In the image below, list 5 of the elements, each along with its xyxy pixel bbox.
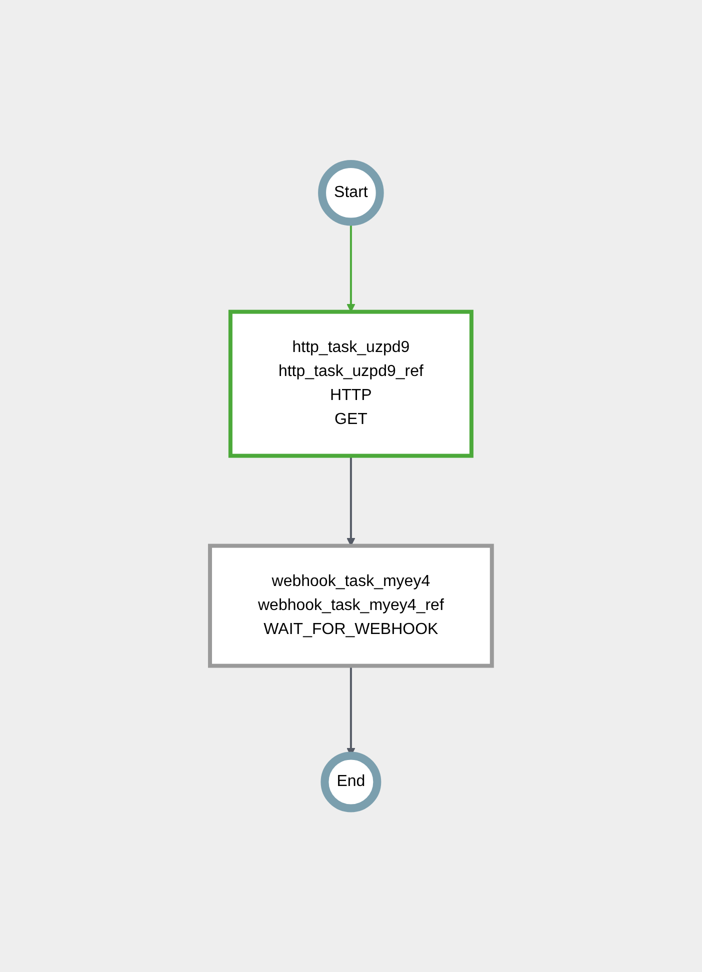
node-circle: End	[320, 752, 382, 812]
arrow	[346, 456, 356, 546]
node-box: http_task_uzpd9 http_task_uzpd9_ref HTTP GET	[228, 310, 474, 458]
node-circle: Start	[318, 160, 384, 226]
node-box: webhook_task_myey4 webhook_task_myey4_ref WAIT_FOR_WEBHOOK	[208, 544, 494, 668]
